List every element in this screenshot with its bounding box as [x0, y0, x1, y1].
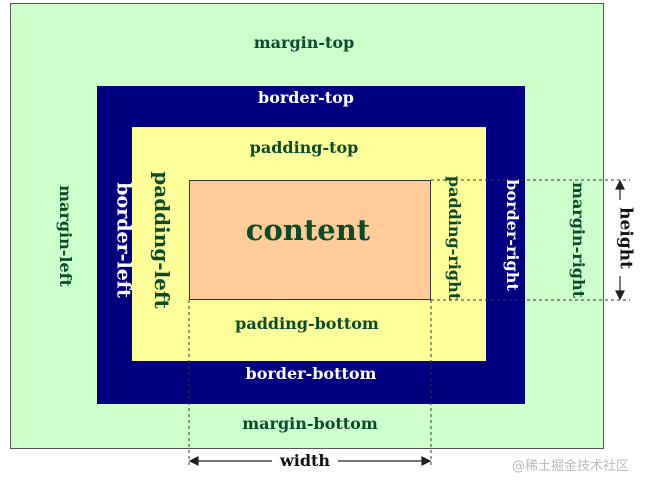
- margin-left-label: margin-left: [56, 185, 75, 287]
- border-left-label: border-left: [112, 182, 135, 298]
- border-top-label: border-top: [258, 88, 354, 107]
- watermark: @稀土掘金技术社区: [512, 459, 630, 474]
- padding-right-label: padding-right: [445, 175, 464, 301]
- height-label: height: [615, 207, 636, 269]
- margin-top-label: margin-top: [253, 33, 355, 52]
- content-area: [189, 180, 431, 300]
- border-right-label: border-right: [503, 179, 522, 291]
- padding-left-label: padding-left: [150, 171, 174, 309]
- width-arrow-right-head: [421, 456, 432, 466]
- padding-top-label: padding-top: [249, 138, 359, 157]
- padding-bottom-label: padding-bottom: [235, 314, 379, 333]
- height-arrow-top-head: [615, 179, 625, 190]
- width-arrow-left-head: [188, 456, 199, 466]
- border-bottom-label: border-bottom: [245, 364, 377, 383]
- margin-bottom-label: margin-bottom: [242, 414, 378, 433]
- width-label: width: [279, 451, 331, 470]
- height-arrow-bottom-head: [615, 290, 625, 301]
- content-label: content: [245, 213, 371, 247]
- margin-right-label: margin-right: [569, 182, 588, 298]
